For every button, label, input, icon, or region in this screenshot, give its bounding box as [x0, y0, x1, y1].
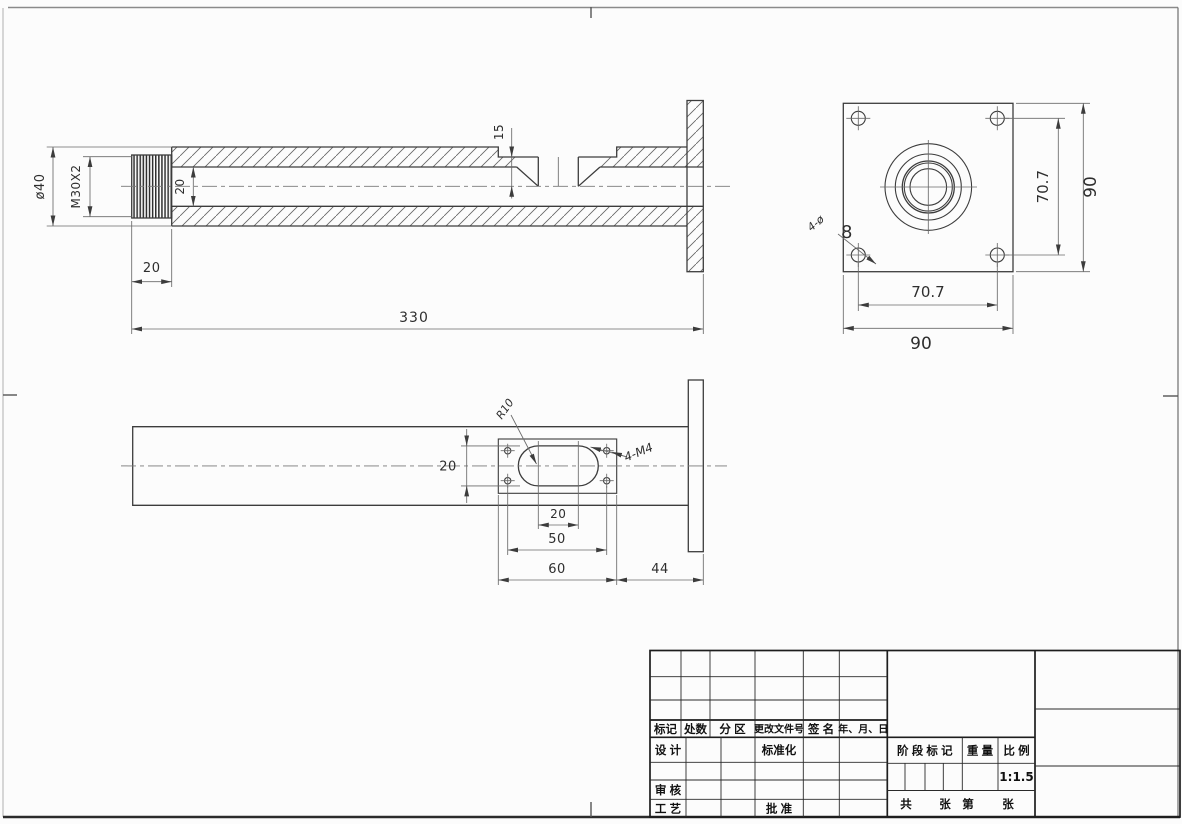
titleblock-label-change-file-no: 更改文件号: [754, 723, 804, 736]
countersunk-hole: [516, 157, 601, 187]
dim-slot-centers-label: 20: [550, 507, 566, 521]
dim-plate-width-label: 90: [910, 334, 932, 354]
titleblock-label-scale: 比 例: [1003, 744, 1029, 758]
titleblock-label-signature: 签 名: [807, 722, 834, 736]
titleblock-scale-value: 1:1.5: [999, 770, 1033, 784]
titleblock-label-zone: 分 区: [719, 722, 746, 736]
dim-hole-spacing: 50: [507, 486, 608, 555]
bolt-hole-top-left: [846, 106, 871, 131]
titleblock-label-check: 审 核: [655, 783, 682, 797]
titleblock-label-process: 工 艺: [655, 802, 681, 816]
titleblock-label-approve: 批 准: [766, 802, 793, 816]
dim-slot-height: 20: [439, 429, 520, 503]
flange-section: [686, 99, 704, 273]
sheet-border: [2, 6, 1180, 819]
dim-flat-length-label: 60: [548, 562, 566, 577]
plan-view: 20 R10 4-M4 20 50 60: [121, 379, 727, 585]
titleblock-label-stage-mark: 阶 段 标 记: [897, 744, 953, 758]
titleblock-label-design: 设 计: [655, 743, 682, 757]
dim-flat-length: 60: [497, 495, 618, 585]
dim-outer-diameter: ø40: [33, 146, 172, 227]
titleblock-sheet-page-label: 第: [962, 797, 974, 811]
titleblock-label-count: 处数: [683, 722, 707, 736]
section-view: ø40 M30X2 20 15 20 330: [33, 99, 731, 334]
dim-hole-spacing-vertical: 70.7: [1004, 117, 1065, 256]
note-bolt-holes-size: 8: [841, 222, 852, 243]
title-block: 标记 处数 分 区 更改文件号 签 名 年、月、日 设 计 标准化 审 核 工 …: [649, 649, 1181, 818]
dim-bore-label: 20: [173, 178, 187, 194]
titleblock-label-date: 年、月、日: [838, 723, 888, 736]
dim-overall-length: 330: [131, 274, 704, 334]
titleblock-label-weight: 重 量: [967, 744, 994, 758]
note-tapped-holes-label: 4-M4: [622, 440, 655, 464]
dim-thread-length: 20: [131, 221, 173, 334]
titleblock-label-mark: 标记: [653, 722, 677, 736]
note-bolt-holes-prefix: 4-ø: [805, 212, 827, 234]
dim-flange-offset-label: 44: [651, 562, 669, 577]
dim-plate-height-label: 90: [1081, 176, 1101, 198]
titleblock-label-standardization: 标准化: [761, 743, 797, 757]
dim-flat-depth-label: 15: [492, 124, 506, 140]
flange-face-view: 70.7 90 70.7 90 4-ø 8: [805, 102, 1101, 354]
dim-flat-depth: 15: [492, 124, 515, 199]
dim-outer-diameter-label: ø40: [33, 174, 48, 200]
flange-plate: [842, 102, 1014, 273]
dim-flange-offset: 44: [616, 554, 704, 585]
dim-hole-spacing-label: 50: [548, 532, 566, 547]
dim-bore: 20: [173, 167, 196, 207]
dim-thread-length-label: 20: [143, 261, 161, 276]
dim-thread-label: M30X2: [69, 165, 83, 209]
titleblock-sheet-total-label: 共: [900, 797, 912, 811]
titleblock-sheet-page-unit: 张: [1002, 797, 1014, 811]
titleblock-sheet-total-unit: 张: [939, 797, 951, 811]
dim-overall-length-label: 330: [399, 310, 429, 326]
dim-plate-height: 90: [1016, 102, 1101, 273]
dim-hole-spacing-horizontal-label: 70.7: [911, 283, 944, 301]
dim-thread: M30X2: [69, 156, 132, 218]
dim-plate-width: 90: [842, 275, 1014, 354]
note-slot-radius-label: R10: [494, 396, 517, 421]
note-tapped-holes: 4-M4: [590, 440, 655, 464]
note-slot-radius: R10: [494, 396, 537, 465]
dim-slot-height-label: 20: [439, 460, 457, 475]
dim-hole-spacing-horizontal: 70.7: [857, 263, 998, 311]
dim-slot-centers: 20: [538, 507, 579, 528]
center-bore-circles: [880, 140, 977, 234]
dim-hole-spacing-vertical-label: 70.7: [1034, 170, 1052, 203]
